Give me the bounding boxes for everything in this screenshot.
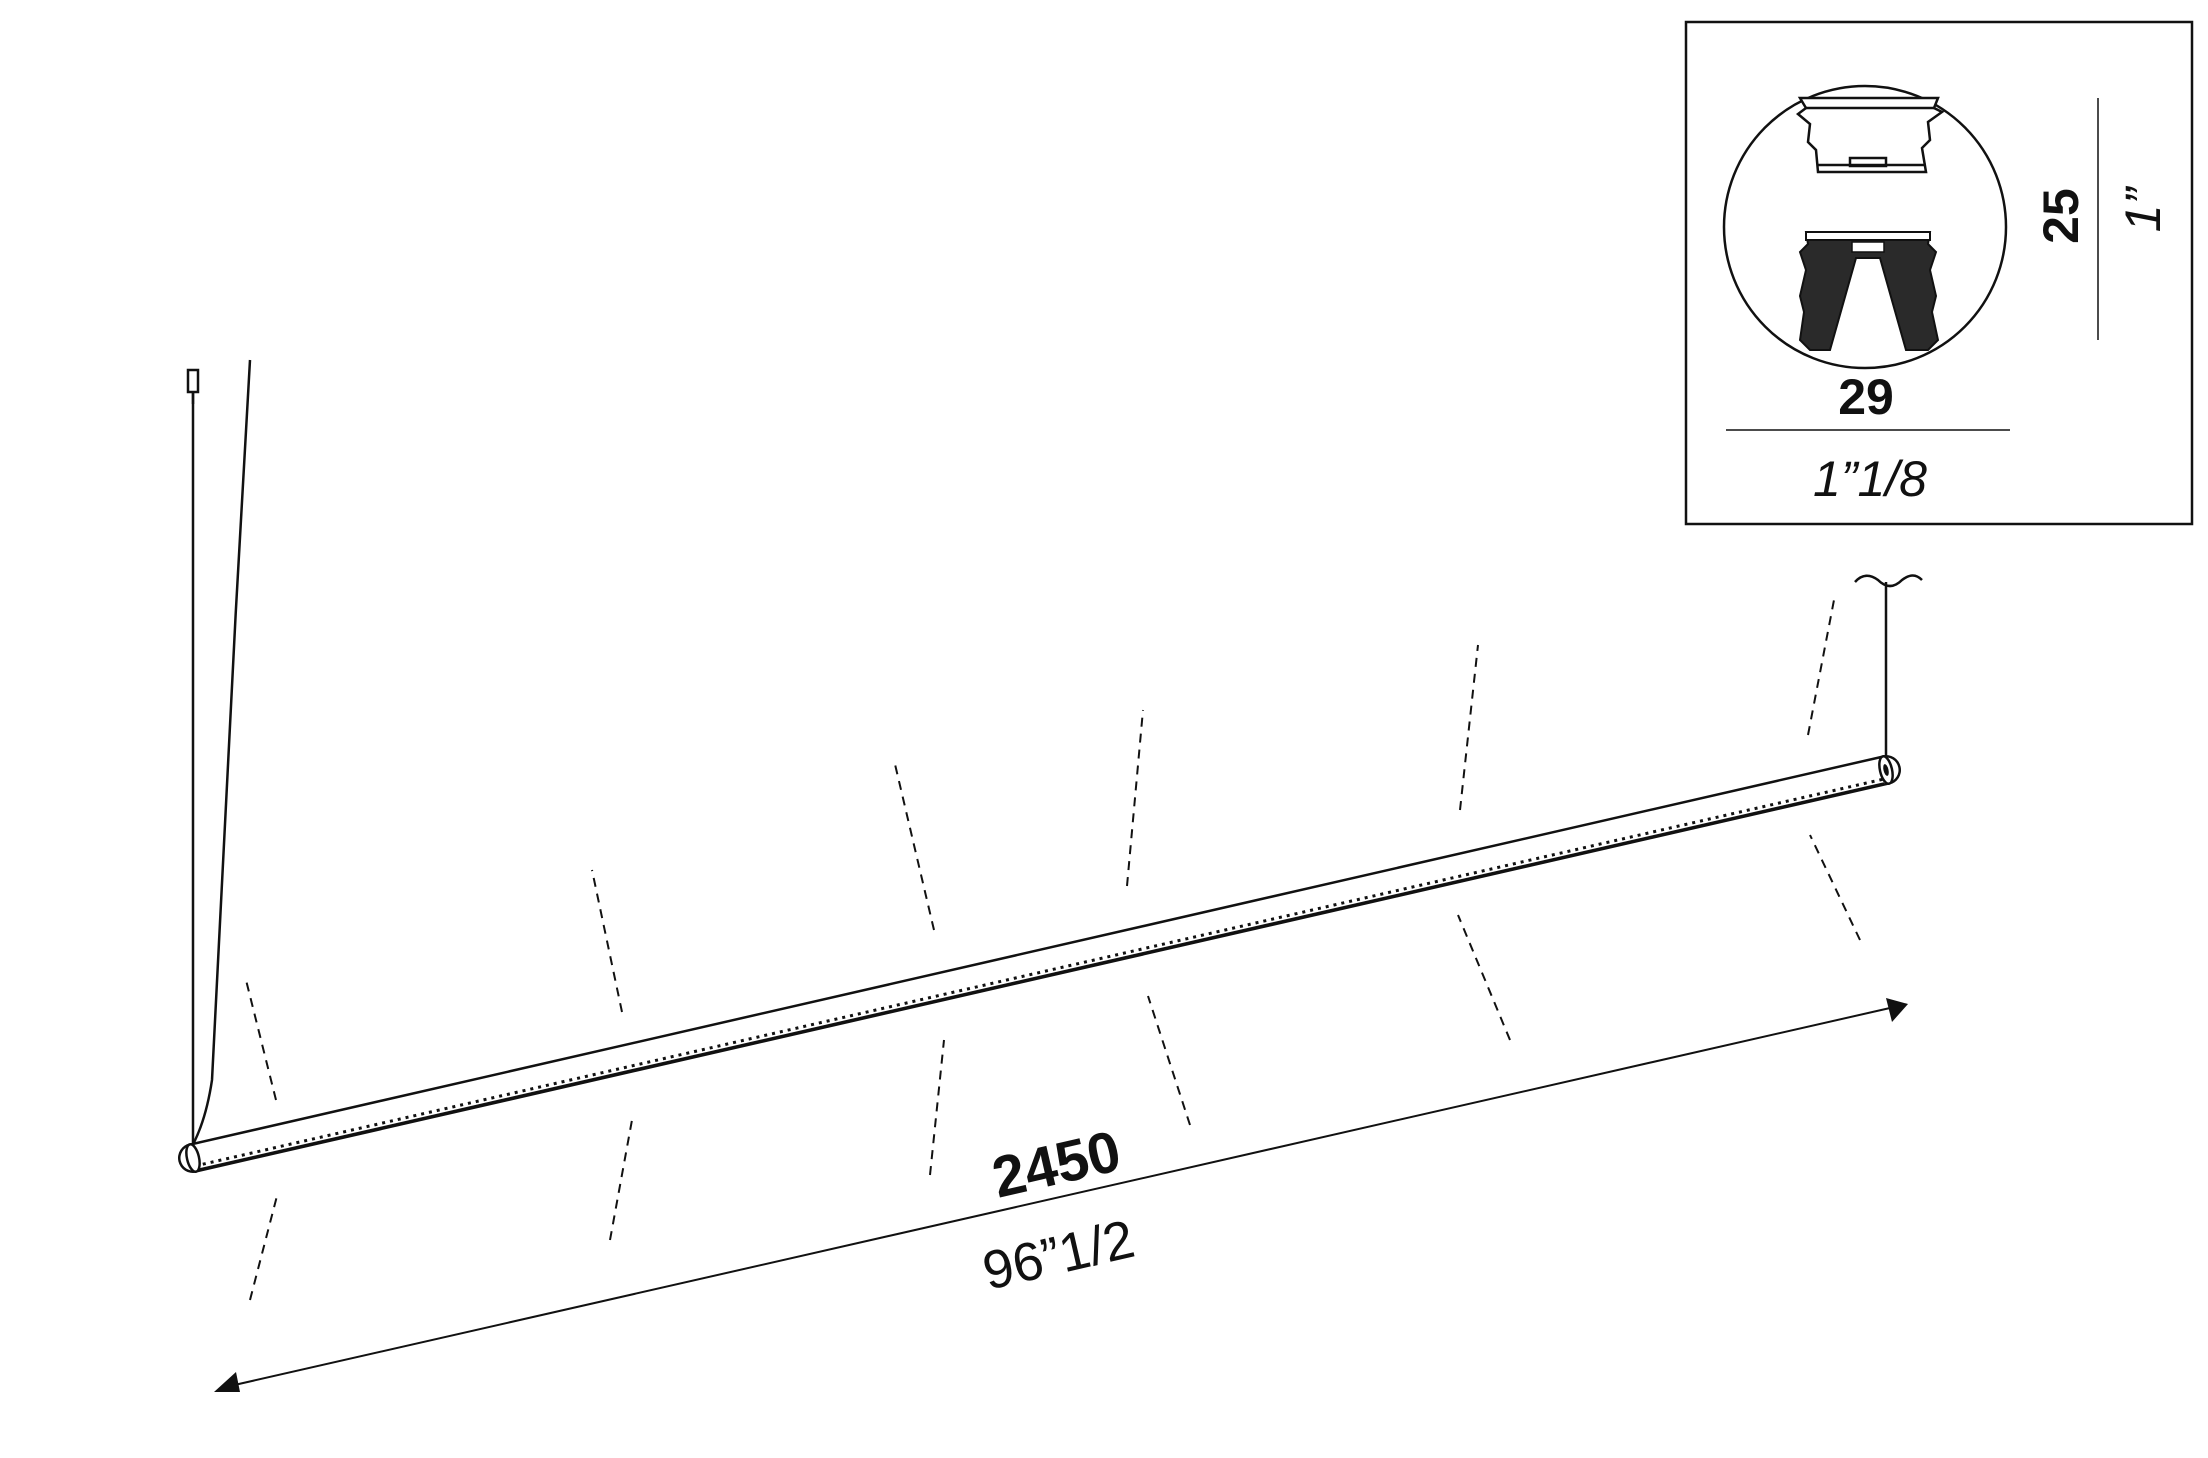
dimension-arrow-right-icon <box>1886 998 1908 1022</box>
section-detail-box: 25 1” 29 1”1/8 <box>1684 20 2194 526</box>
dimension-arrow-left-icon <box>214 1372 240 1392</box>
length-metric-label: 2450 <box>986 1118 1126 1210</box>
profile-diffuser-icon <box>1795 96 1945 174</box>
left-suspension-cable <box>186 368 200 1148</box>
lamp-end-cap-left <box>185 1143 201 1173</box>
height-imperial-label: 1” <box>2115 185 2171 232</box>
height-metric-label: 25 <box>2033 188 2089 244</box>
light-emission-rays <box>245 599 1861 1301</box>
right-suspension-cable <box>1854 574 1923 770</box>
power-cord <box>183 359 252 1170</box>
length-dimension-line <box>214 998 1908 1392</box>
width-metric-label: 29 <box>1838 369 1894 425</box>
length-imperial-label: 96”1/2 <box>977 1209 1140 1302</box>
linear-lamp-body <box>178 755 1901 1173</box>
width-imperial-label: 1”1/8 <box>1813 451 1927 507</box>
profile-body-icon <box>1798 231 1940 351</box>
